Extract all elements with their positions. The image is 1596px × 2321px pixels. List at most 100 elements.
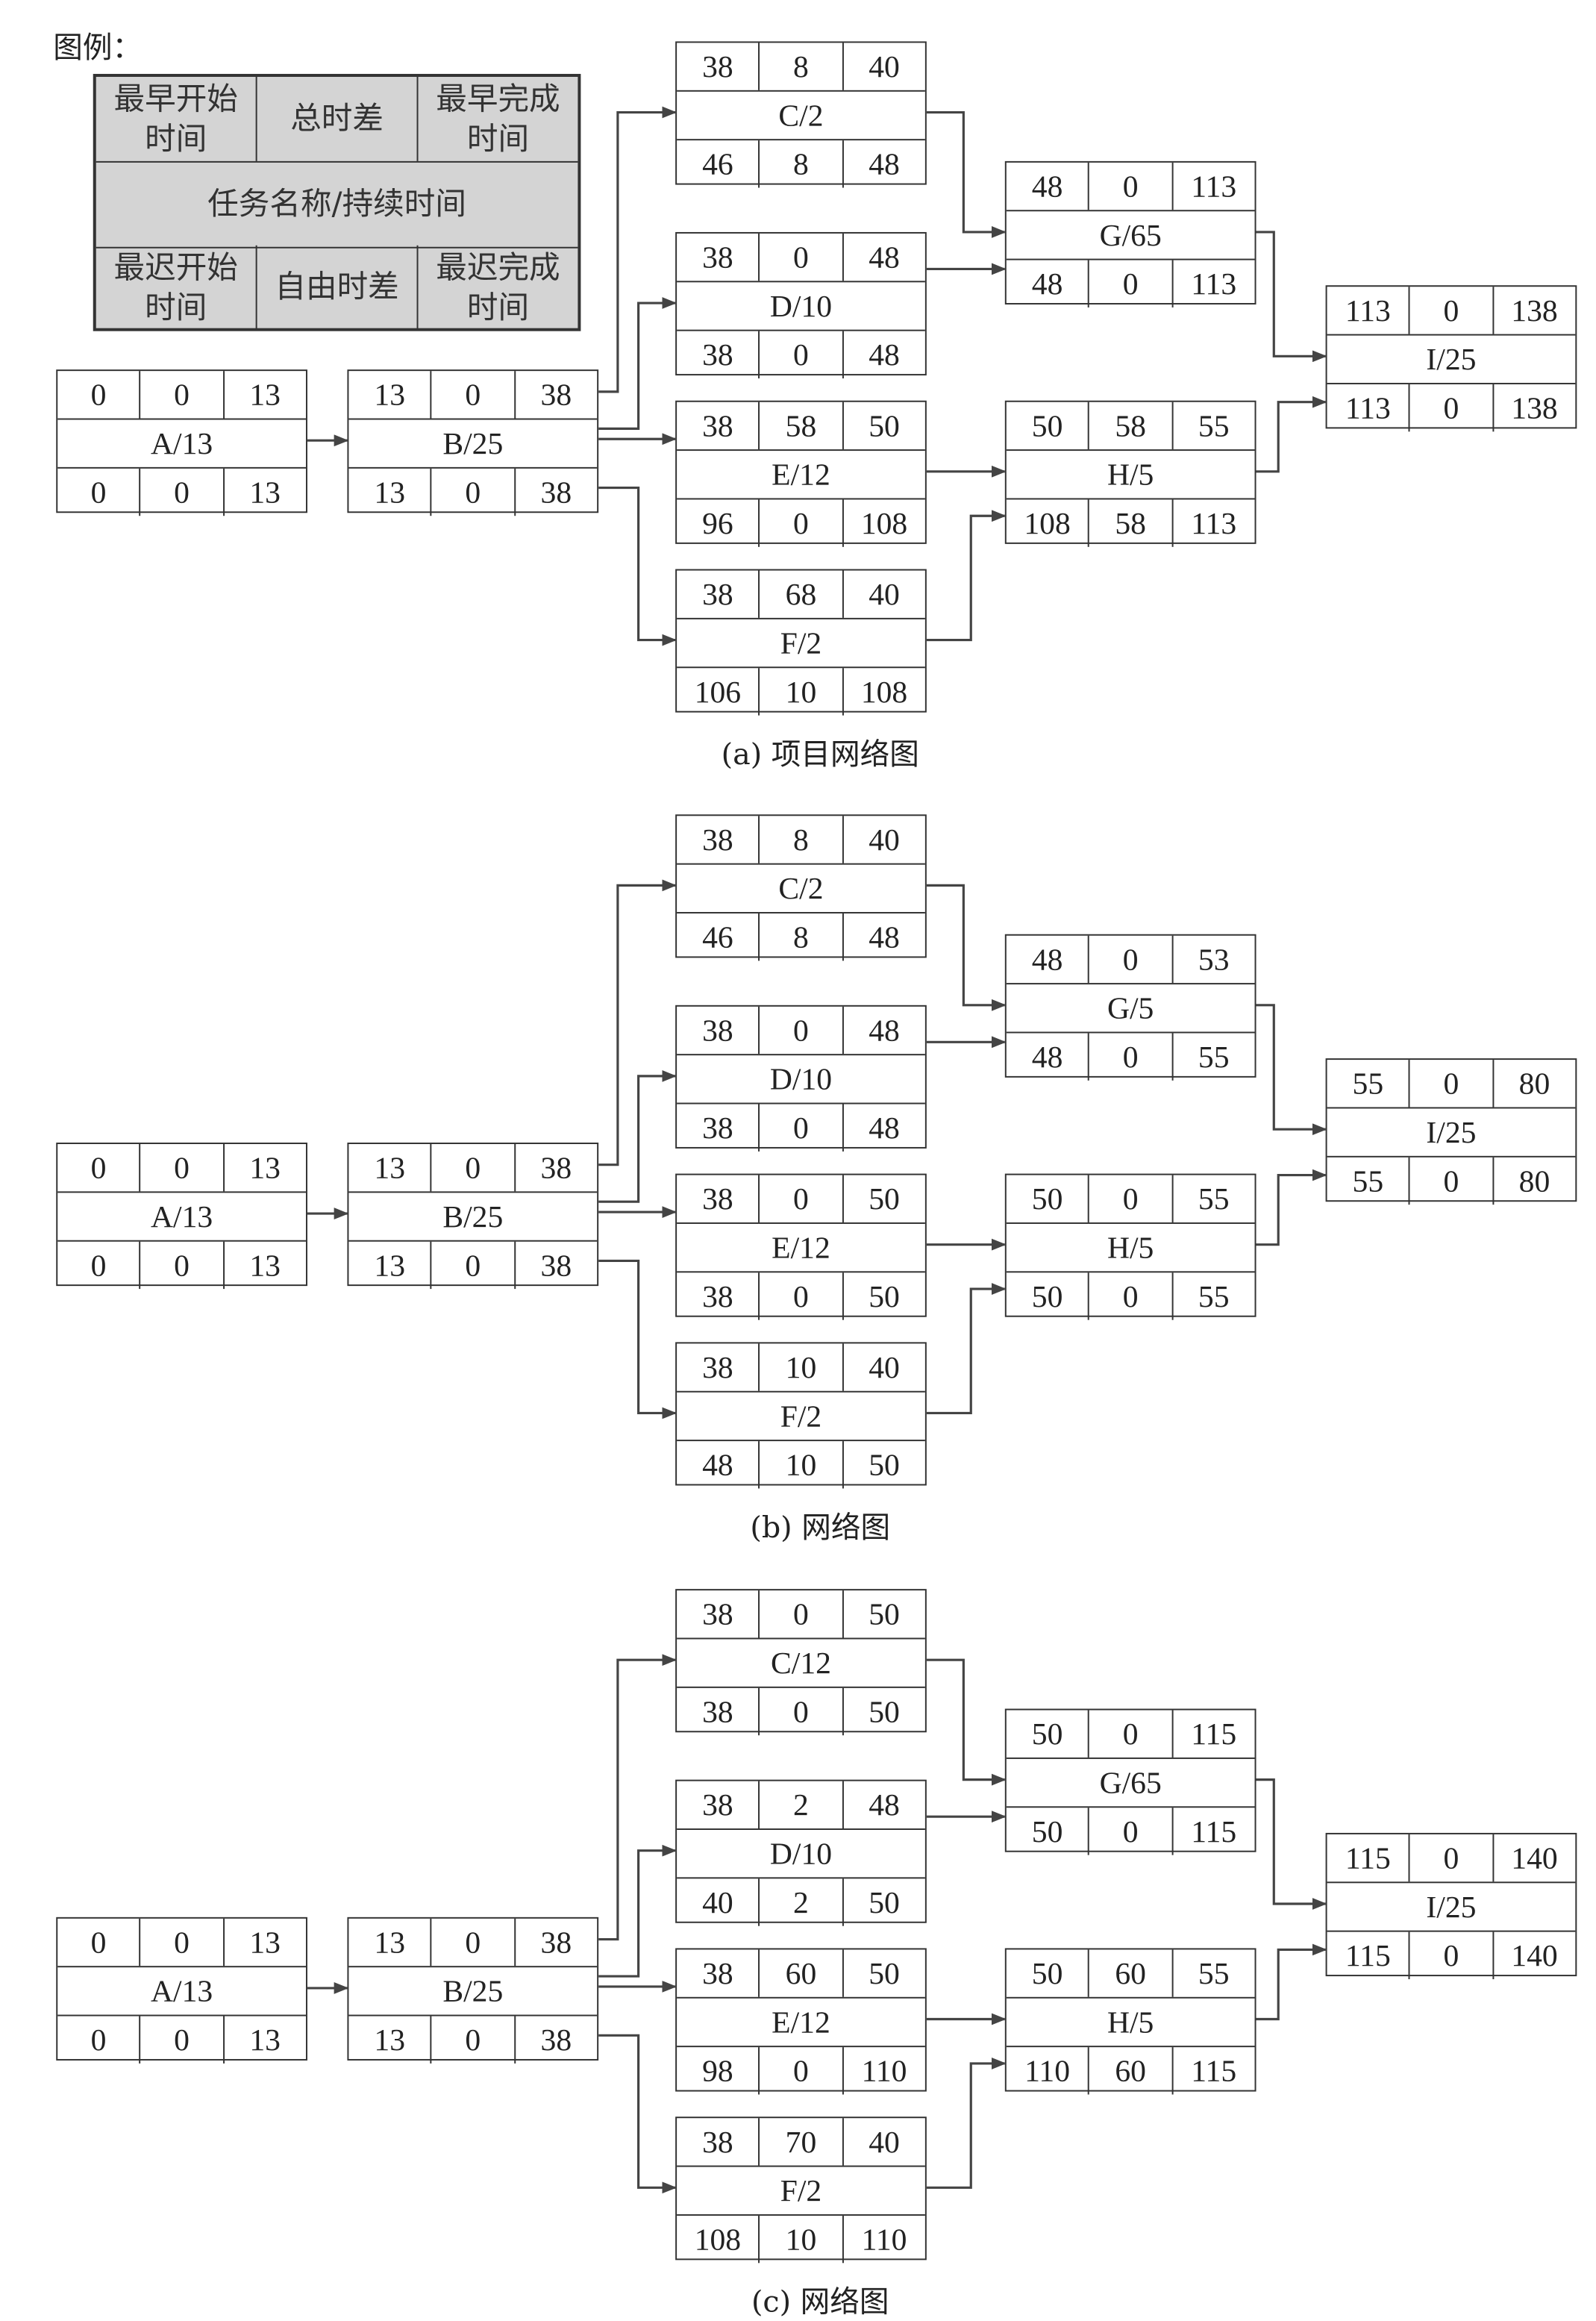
earliest-finish-cell: 40 [869,1349,900,1384]
latest-finish-cell: 140 [1511,1937,1558,1973]
free-float-cell: 10 [760,1441,844,1489]
arrow-g-to-i [1256,231,1327,363]
earliest-finish-cell: 38 [540,1149,572,1185]
earliest-finish-cell: 113 [1191,167,1237,204]
total-float-cell: 0 [432,1143,516,1192]
earliest-finish-cell: 40 [869,48,900,84]
free-float-cell: 0 [141,2016,225,2064]
earliest-start-cell: 38 [677,1175,760,1222]
latest-finish-cell: 108 [860,505,908,540]
arrow-b-to-c [598,106,677,393]
earliest-start-cell: 13 [348,371,432,419]
task-label: C/2 [677,90,925,141]
earliest-start-cell: 50 [1007,1175,1090,1222]
latest-finish-cell: 13 [249,473,281,510]
latest-start-cell: 38 [677,1104,760,1152]
earliest-finish-cell: 48 [869,1786,900,1822]
latest-finish-cell: 115 [1191,2052,1237,2088]
arrow-b-to-d [598,1069,677,1203]
earliest-start-cell: 38 [677,816,760,863]
latest-start-cell: 38 [677,331,760,379]
total-float-cell: 60 [1089,1949,1173,1997]
arrow-g-to-i [1256,1004,1327,1136]
arrow-h-to-i [1256,1943,1327,2021]
free-float-cell: 2 [760,1878,844,1926]
latest-start-cell: 0 [57,468,141,516]
earliest-finish-cell: 40 [869,821,900,857]
latest-finish-cell: 138 [1511,389,1558,425]
latest-finish-cell: 108 [860,673,908,709]
earliest-start-cell: 38 [677,1006,760,1055]
free-float-cell: 0 [432,468,516,516]
total-float-cell: 0 [1410,1060,1494,1108]
latest-finish-cell: 110 [861,2220,907,2257]
latest-start-cell: 46 [677,913,760,961]
arrow-h-to-i [1256,396,1327,473]
arrow-f-to-h [926,510,1007,642]
latest-finish-cell: 55 [1198,1038,1230,1074]
free-float-cell: 8 [760,140,844,188]
earliest-start-cell: 0 [57,1143,141,1192]
latest-finish-cell: 113 [1191,505,1237,540]
latest-start-cell: 0 [57,1241,141,1290]
arrow-f-to-h [926,2057,1007,2189]
arrows-layer [307,879,1327,1419]
task-label: E/12 [677,1222,925,1273]
latest-start-cell: 106 [677,668,760,716]
earliest-start-cell: 48 [1007,935,1090,984]
earliest-finish-cell: 13 [249,1923,281,1960]
arrow-c-to-g [926,110,1007,238]
task-label: C/2 [677,863,925,914]
total-float-cell: 0 [432,1918,516,1967]
task-label: A/13 [57,1966,306,2017]
earliest-finish-cell: 55 [1198,407,1230,443]
free-float-cell: 0 [760,331,844,379]
total-float-cell: 68 [760,570,844,618]
total-float-cell: 8 [760,43,844,90]
arrow-b-to-c [598,879,677,1166]
earliest-start-cell: 38 [677,1590,760,1638]
latest-finish-cell: 13 [249,1246,281,1283]
earliest-finish-cell: 50 [869,407,900,443]
free-float-cell: 60 [1089,2047,1173,2095]
task-label: H/5 [1006,1222,1255,1273]
earliest-finish-cell: 48 [869,238,900,275]
earliest-start-cell: 38 [677,2118,760,2166]
free-float-cell: 0 [760,1104,844,1152]
free-float-cell: 0 [760,499,844,547]
latest-start-cell: 50 [1007,1272,1090,1320]
total-float-cell: 58 [1089,402,1173,450]
earliest-finish-cell: 40 [869,575,900,611]
total-float-cell: 0 [760,1590,844,1638]
